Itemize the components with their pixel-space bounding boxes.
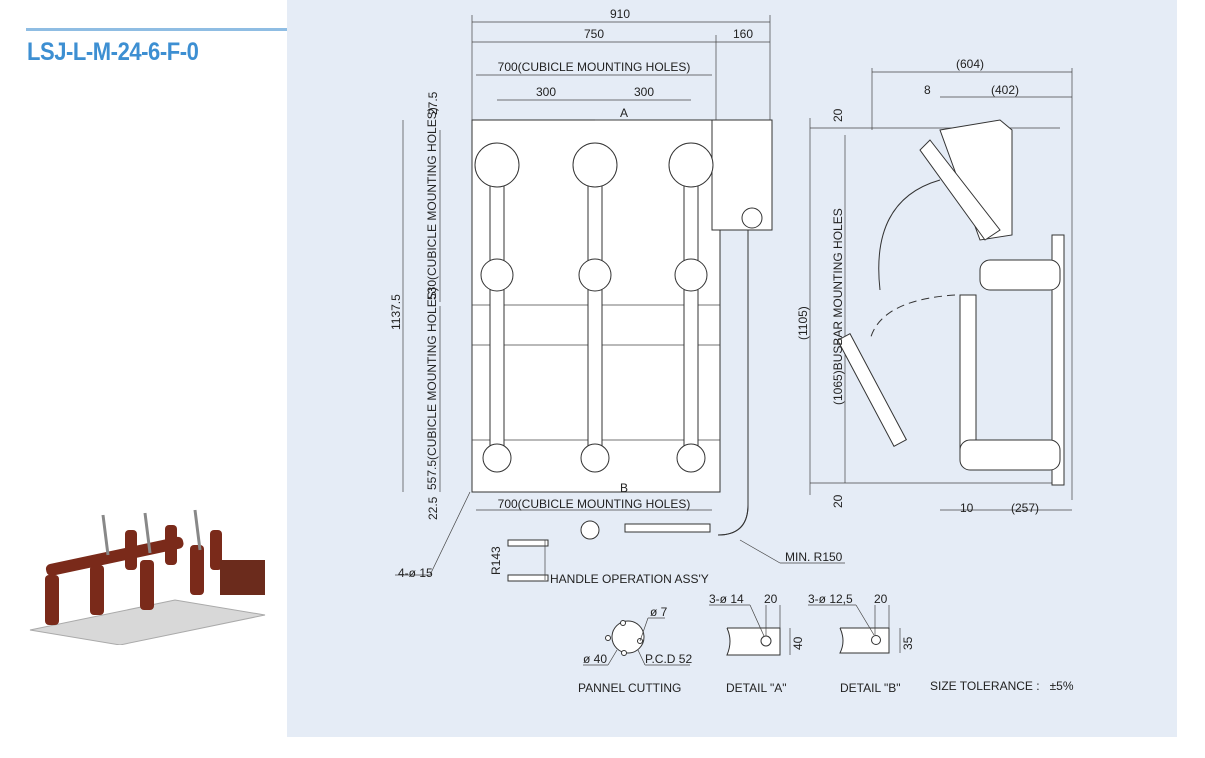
dim-557-5: 557.5(CUBICLE MOUNTING HOLES) <box>425 287 439 490</box>
dim-27-5: 27.5 <box>426 91 440 115</box>
detail-b-marker: B <box>620 481 628 495</box>
dim-750: 750 <box>584 27 604 41</box>
detail-a-offset: 20 <box>764 592 778 606</box>
detail-a-holes: 3-ø 14 <box>709 592 744 606</box>
dim-1105: (1105) <box>796 306 810 340</box>
panel-cutting: ø 7 ø 40 P.C.D 52 PANNEL CUTTING <box>578 605 692 695</box>
detail-b-holes: 3-ø 12,5 <box>808 592 853 606</box>
dim-10: 10 <box>960 501 974 515</box>
model-title: LSJ-L-M-24-6-F-0 <box>27 38 199 66</box>
handle-radius: R143 <box>489 546 503 575</box>
front-view: 910 750 160 700(CUBICLE MOUNTING HOLES) … <box>389 7 845 586</box>
detail-a-width: 40 <box>791 636 805 650</box>
side-view: (604) 8 (402) 20 (1105) (1065)BUSBAR MOU… <box>796 57 1073 515</box>
detail-b-width: 35 <box>901 636 915 650</box>
dim-910: 910 <box>610 7 630 21</box>
dim-300-right: 300 <box>634 85 654 99</box>
detail-a: 3-ø 14 20 40 DETAIL "A" <box>709 592 805 695</box>
dim-700-top: 700(CUBICLE MOUNTING HOLES) <box>498 60 691 74</box>
dim-700-bottom: 700(CUBICLE MOUNTING HOLES) <box>498 497 691 511</box>
pc-dia: ø 40 <box>583 652 607 666</box>
dim-300-left: 300 <box>536 85 556 99</box>
min-radius: MIN. R150 <box>785 550 843 564</box>
dim-160: 160 <box>733 27 753 41</box>
dim-604: (604) <box>956 57 984 71</box>
hole-callout: 4-ø 15 <box>398 566 433 580</box>
dim-22-5: 22.5 <box>426 496 440 520</box>
title-rule <box>26 28 287 31</box>
pc-pcd: P.C.D 52 <box>645 652 692 666</box>
detail-a-marker: A <box>620 106 628 120</box>
detail-b: 3-ø 12,5 20 35 DETAIL "B" <box>808 592 915 695</box>
dim-20-bottom: 20 <box>831 494 845 508</box>
product-photo <box>29 509 266 645</box>
dim-1065: (1065)BUSBAR MOUNTING HOLES <box>831 208 845 405</box>
dim-1137-5: 1137.5 <box>389 294 403 330</box>
pc-hole: ø 7 <box>650 605 668 619</box>
size-tolerance: SIZE TOLERANCE : ±5% <box>930 679 1074 693</box>
dim-257: (257) <box>1011 501 1039 515</box>
pc-label: PANNEL CUTTING <box>578 681 681 695</box>
dim-530: 530(CUBICLE MOUNTING HOLES) <box>425 107 439 300</box>
detail-b-label: DETAIL "B" <box>840 681 901 695</box>
detail-b-offset: 20 <box>874 592 888 606</box>
dim-20-top: 20 <box>831 108 845 122</box>
dim-8: 8 <box>924 83 931 97</box>
detail-a-label: DETAIL "A" <box>726 681 787 695</box>
handle-label: HANDLE OPERATION ASS'Y <box>550 572 709 586</box>
dim-402: (402) <box>991 83 1019 97</box>
